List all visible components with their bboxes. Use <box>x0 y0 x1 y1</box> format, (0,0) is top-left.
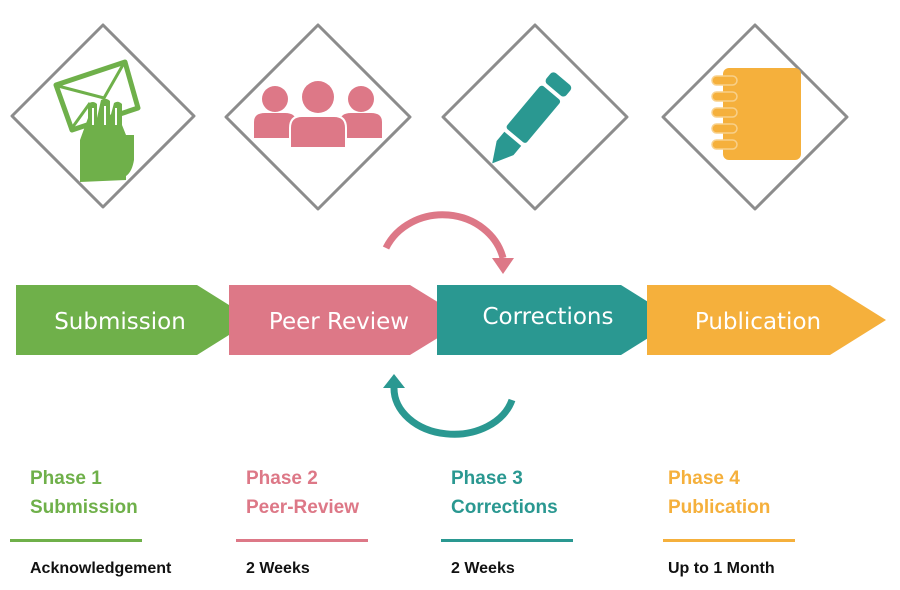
phase-number: Phase 3 <box>451 468 523 489</box>
phase-number: Phase 1 <box>30 468 102 489</box>
step-label: Corrections <box>483 304 614 330</box>
corrections-to-review-arrow <box>383 374 516 438</box>
phase-divider <box>441 539 573 542</box>
phase-divider <box>663 539 795 542</box>
step-label: Peer Review <box>269 309 409 335</box>
phase-title: Corrections <box>451 497 558 518</box>
phase-duration: 2 Weeks <box>246 560 310 577</box>
diamond-corrections <box>441 23 629 211</box>
phase-duration: Acknowledgement <box>30 560 172 577</box>
pencil-icon <box>492 72 572 164</box>
diamond-publication <box>661 23 849 211</box>
phase-title: Peer-Review <box>246 497 360 518</box>
diamond-peer-review <box>224 23 412 211</box>
step-corrections: Corrections <box>437 285 677 355</box>
step-submission: Submission <box>16 285 253 355</box>
phase-duration: 2 Weeks <box>451 560 515 577</box>
phase-number: Phase 2 <box>246 468 318 489</box>
review-to-corrections-arrow <box>382 211 514 274</box>
phase-2: Phase 2 Peer-Review 2 Weeks <box>236 464 426 578</box>
step-label: Submission <box>54 309 186 335</box>
step-label: Publication <box>695 309 821 335</box>
phase-duration: Up to 1 Month <box>668 560 775 577</box>
people-group-icon <box>254 81 382 149</box>
phase-number: Phase 4 <box>668 468 740 489</box>
phase-divider <box>236 539 368 542</box>
phase-4: Phase 4 Publication Up to 1 Month <box>663 464 848 578</box>
phase-title: Publication <box>668 497 771 518</box>
phase-3: Phase 3 Corrections 2 Weeks <box>441 464 631 578</box>
notebook-icon <box>711 68 801 160</box>
phase-title: Submission <box>30 497 138 518</box>
phase-divider <box>10 539 142 542</box>
step-publication: Publication <box>647 285 886 355</box>
step-peer-review: Peer Review <box>229 285 467 355</box>
envelope-hand-icon <box>53 59 141 182</box>
diamond-submission <box>10 23 196 209</box>
phase-1: Phase 1 Submission Acknowledgement <box>10 464 210 578</box>
